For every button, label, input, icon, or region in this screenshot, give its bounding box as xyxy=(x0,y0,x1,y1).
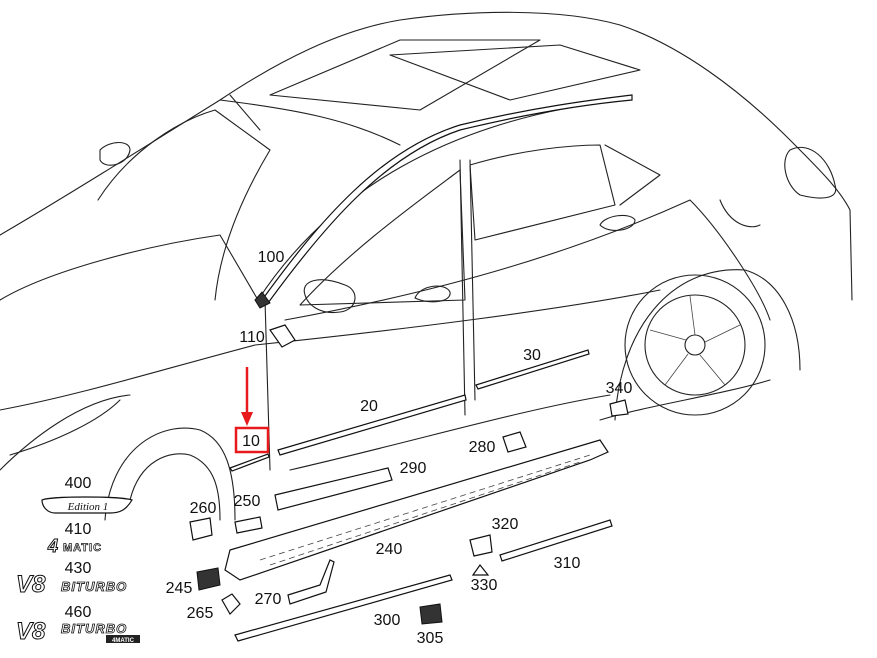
highlight-arrow xyxy=(234,367,270,454)
part-290-trim[interactable] xyxy=(274,467,393,511)
part-100-end-cap xyxy=(254,291,271,309)
badge-v8-biturbo[interactable]: V8 BITURBO xyxy=(16,571,127,599)
part-30-molding[interactable] xyxy=(475,349,590,390)
highlight-box xyxy=(234,426,270,454)
part-340-clip[interactable] xyxy=(609,399,629,417)
badge-4matic[interactable]: 4 MATIC xyxy=(47,536,102,557)
badge-4matic-number: 4 xyxy=(47,536,58,556)
parts xyxy=(189,94,633,642)
callout-410[interactable]: 410 xyxy=(65,521,92,538)
badges: Edition 1 4 MATIC V8 BITURBO V8 BITURBO … xyxy=(16,496,140,646)
callout-110[interactable]: 110 xyxy=(239,329,265,346)
callout-330[interactable]: 330 xyxy=(471,577,498,594)
callout-30[interactable]: 30 xyxy=(523,347,541,364)
part-100-roof-molding[interactable] xyxy=(261,94,633,304)
callouts: 100 110 10 20 30 290 280 340 260 250 240… xyxy=(65,249,633,647)
part-300-strip[interactable] xyxy=(234,574,453,642)
callout-100[interactable]: 100 xyxy=(258,249,285,266)
part-250-bracket[interactable] xyxy=(234,516,263,534)
callout-305[interactable]: 305 xyxy=(417,630,444,647)
badge-4matic-small: 4MATIC xyxy=(112,638,135,644)
badge-edition-1[interactable] xyxy=(41,496,133,514)
part-305-clip[interactable] xyxy=(419,603,443,625)
part-320-clip[interactable] xyxy=(469,534,493,557)
callout-290[interactable]: 290 xyxy=(400,460,427,477)
badge-v8-biturbo-4matic[interactable]: V8 BITURBO 4MATIC xyxy=(16,618,140,646)
part-260-cover[interactable] xyxy=(189,517,213,541)
callout-310[interactable]: 310 xyxy=(554,555,581,572)
badge-biturbo-text: BITURBO xyxy=(61,579,127,594)
callout-320[interactable]: 320 xyxy=(492,516,519,533)
callout-340[interactable]: 340 xyxy=(606,380,633,397)
callout-460[interactable]: 460 xyxy=(65,604,92,621)
badge-v8-text-2: V8 xyxy=(16,618,46,645)
callout-260[interactable]: 260 xyxy=(190,500,217,517)
callout-250[interactable]: 250 xyxy=(234,493,261,510)
part-330-washer[interactable] xyxy=(471,563,490,576)
part-10-molding[interactable] xyxy=(229,453,270,472)
part-110-clip[interactable] xyxy=(269,324,296,348)
badge-biturbo-text-2: BITURBO xyxy=(61,621,127,636)
part-310-strip[interactable] xyxy=(499,519,613,562)
callout-245[interactable]: 245 xyxy=(166,580,193,597)
badge-4matic-text: MATIC xyxy=(63,542,102,554)
callout-240[interactable]: 240 xyxy=(376,541,403,558)
part-265-clip[interactable] xyxy=(221,593,241,615)
callout-430[interactable]: 430 xyxy=(65,560,92,577)
car-outline xyxy=(0,11,853,521)
badge-v8-text: V8 xyxy=(16,571,46,598)
badge-edition-text: Edition 1 xyxy=(67,501,109,513)
part-280-clip[interactable] xyxy=(502,431,527,453)
callout-270[interactable]: 270 xyxy=(255,591,282,608)
callout-10[interactable]: 10 xyxy=(242,433,260,450)
part-270-bracket[interactable] xyxy=(287,559,335,605)
callout-400[interactable]: 400 xyxy=(65,475,92,492)
callout-265[interactable]: 265 xyxy=(187,605,214,622)
part-245-clip[interactable] xyxy=(196,567,221,591)
part-20-molding[interactable] xyxy=(277,394,467,456)
callout-280[interactable]: 280 xyxy=(469,439,496,456)
callout-20[interactable]: 20 xyxy=(360,398,378,415)
callout-300[interactable]: 300 xyxy=(374,612,401,629)
